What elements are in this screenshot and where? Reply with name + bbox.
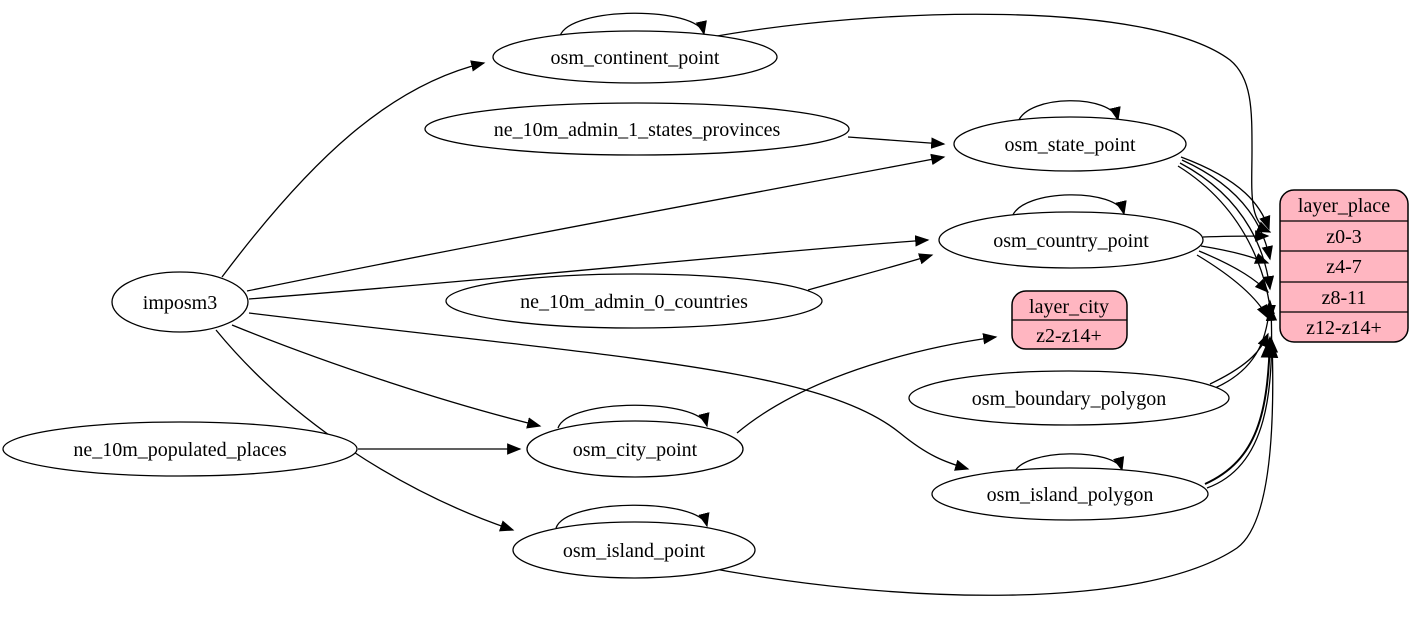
node-layer_city: layer_city z2-z14+ xyxy=(1011,290,1128,350)
node-osm_island_point: osm_island_point xyxy=(512,521,756,579)
edge-osm_island_point-layer_place-z12-z14 xyxy=(693,338,1279,596)
node-osm_city_point-label: osm_city_point xyxy=(573,439,698,461)
node-osm_state_point-label: osm_state_point xyxy=(1004,134,1136,156)
node-layer_place: layer_place z0-3 z4-7 z8-11 z12-z14+ xyxy=(1279,189,1409,343)
layer_place-row-z12-z14: z12-z14+ xyxy=(1306,317,1382,339)
node-osm_island_polygon-label: osm_island_polygon xyxy=(987,484,1154,506)
edge-imposm3-osm_country_point xyxy=(248,235,930,300)
edge-osm_state_point-layer_place-z0-3 xyxy=(1180,156,1271,231)
node-imposm3-shape xyxy=(111,271,249,333)
edge-osm_state_point-layer_place-z4-7 xyxy=(1181,159,1273,261)
node-ne_10m_populated_places: ne_10m_populated_places xyxy=(2,421,358,477)
node-layer_place-shape xyxy=(1279,189,1409,343)
node-osm_country_point: osm_country_point xyxy=(938,211,1204,269)
node-osm_city_point-shape xyxy=(526,420,744,478)
edge-osm_island_polygon-layer_place-z8-11 xyxy=(1206,306,1278,489)
edge-osm_continent_point-layer_place-z0-3 xyxy=(705,13,1272,233)
node-ne_10m_admin_0_countries-label: ne_10m_admin_0_countries xyxy=(520,291,748,313)
edge-osm_state_point-layer_place-z8-11 xyxy=(1179,162,1275,291)
node-ne_10m_admin_1_states_provinces-label: ne_10m_admin_1_states_provinces xyxy=(494,119,781,141)
node-ne_10m_admin_1_states_provinces-shape xyxy=(424,102,850,156)
edge-loop-osm_island_polygon xyxy=(1013,453,1125,474)
layer_place-row-z4-7: z4-7 xyxy=(1326,256,1362,278)
node-ne_10m_populated_places-label: ne_10m_populated_places xyxy=(73,439,286,461)
node-osm_continent_point-shape xyxy=(492,30,778,84)
node-osm_island_polygon: osm_island_polygon xyxy=(931,467,1209,521)
edge-osm_country_point-layer_place-z8-11 xyxy=(1198,250,1270,294)
edges xyxy=(215,12,1279,596)
node-osm_boundary_polygon-label: osm_boundary_polygon xyxy=(972,388,1166,410)
edge-loop-osm_state_point xyxy=(1017,100,1121,123)
edge-osm_boundary_polygon-layer_place-z12-z14 xyxy=(1209,332,1269,385)
layer_city-title: layer_city xyxy=(1029,296,1109,318)
edge-imposm3-osm_state_point xyxy=(246,153,946,292)
node-osm_state_point: osm_state_point xyxy=(953,116,1187,172)
layer_city-row-z2-z14: z2-z14+ xyxy=(1036,325,1102,347)
node-osm_continent_point: osm_continent_point xyxy=(492,30,778,84)
node-imposm3: imposm3 xyxy=(111,271,249,333)
edge-osm_country_point-layer_place-z0-3 xyxy=(1202,230,1270,242)
node-osm_continent_point-label: osm_continent_point xyxy=(551,47,720,69)
node-imposm3-label: imposm3 xyxy=(143,292,217,314)
node-osm_boundary_polygon: osm_boundary_polygon xyxy=(908,370,1230,426)
node-osm_island_point-shape xyxy=(512,521,756,579)
edge-ne_10m_admin_0_countries-osm_country_point xyxy=(807,253,934,291)
edge-osm_country_point-layer_place-z4-7 xyxy=(1200,245,1270,264)
edge-loop-osm_city_point xyxy=(557,404,710,429)
node-ne_10m_populated_places-shape xyxy=(2,421,358,477)
node-osm_state_point-shape xyxy=(953,116,1187,172)
node-osm_island_point-label: osm_island_point xyxy=(563,540,706,562)
edge-imposm3-osm_continent_point xyxy=(221,60,486,278)
edge-imposm3-osm_city_point xyxy=(231,324,542,429)
edge-loop-osm_island_point xyxy=(555,504,710,529)
edge-loop-osm_continent_point xyxy=(559,12,707,37)
node-osm_island_polygon-shape xyxy=(931,467,1209,521)
node-osm_boundary_polygon-shape xyxy=(908,370,1230,426)
layer_place-row-z8-11: z8-11 xyxy=(1322,287,1367,309)
node-ne_10m_admin_0_countries: ne_10m_admin_0_countries xyxy=(445,273,823,329)
layer_place-row-z0-3: z0-3 xyxy=(1326,226,1362,248)
edge-osm_country_point-layer_place-z12-z14 xyxy=(1196,254,1269,320)
layer_place-title: layer_place xyxy=(1298,195,1390,217)
node-ne_10m_admin_0_countries-shape xyxy=(445,273,823,329)
node-osm_country_point-shape xyxy=(938,211,1204,269)
node-osm_city_point: osm_city_point xyxy=(526,420,744,478)
edge-imposm3-osm_island_polygon xyxy=(248,312,970,471)
node-ne_10m_admin_1_states_provinces: ne_10m_admin_1_states_provinces xyxy=(424,102,850,156)
edge-ne_10m_admin_1_states_provinces-osm_state_point xyxy=(847,136,946,149)
edge-loop-osm_country_point xyxy=(1011,194,1127,218)
edge-osm_city_point-layer_city-z2-z14 xyxy=(736,333,998,434)
edge-osm_island_polygon-layer_place-z12-z14 xyxy=(1204,335,1279,485)
node-osm_country_point-label: osm_country_point xyxy=(993,230,1149,252)
